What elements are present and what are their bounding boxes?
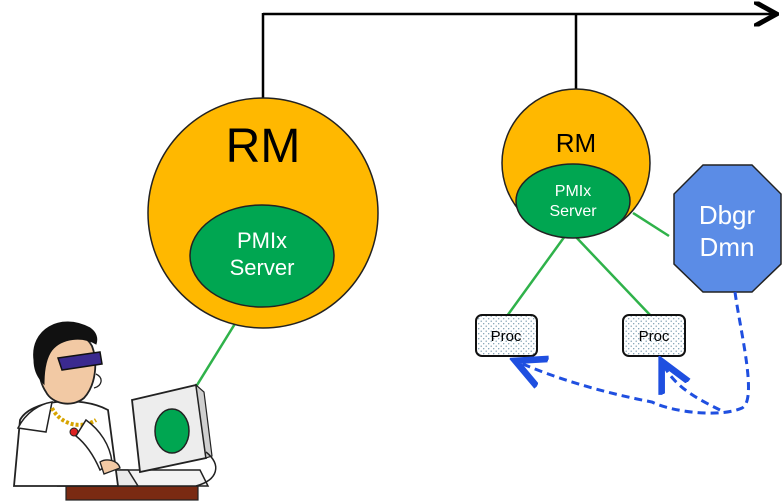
proc-label-2: Proc [639, 328, 670, 345]
debugger-label-line1: Dbgr [699, 200, 756, 230]
pmix-server-left: PMIx Server [189, 204, 335, 308]
pmix-server-right: PMIx Server [515, 163, 631, 239]
proc-label-1: Proc [491, 328, 522, 345]
debugger-daemon: Dbgr Dmn [673, 164, 782, 293]
debugger-label-line2: Dmn [700, 232, 755, 262]
pmix-label-left-line1: PMIx [237, 228, 287, 253]
pmix-label-right-line2: Server [549, 203, 597, 220]
rm-label-right: RM [556, 128, 596, 158]
proc-box-2: Proc [622, 314, 686, 357]
dashed-arrow-to-proc-2 [663, 364, 721, 412]
dashed-arrow-to-proc-1 [518, 291, 750, 415]
pmix-label-right-line1: PMIx [555, 183, 591, 200]
network-bus [261, 13, 774, 100]
connector-pmix-to-proc-2 [574, 235, 652, 317]
rm-label-left: RM [226, 120, 301, 173]
connector-pmix-to-proc-1 [505, 235, 567, 317]
developer-at-workstation-icon [13, 321, 217, 501]
pmix-label-left-line2: Server [230, 255, 295, 280]
debugger-attach-arrows [518, 291, 750, 415]
proc-box-1: Proc [475, 314, 538, 357]
connector-pmix-to-debugger [632, 211, 670, 238]
